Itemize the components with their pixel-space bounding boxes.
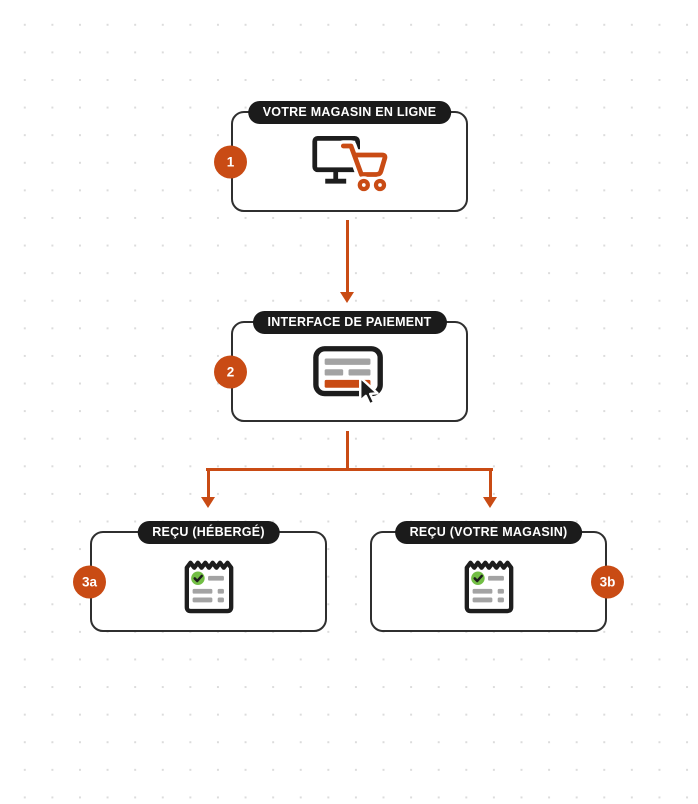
step-badge-1: 1 (214, 145, 247, 178)
step-badge-3a: 3a (73, 565, 106, 598)
node-online-store: VOTRE MAGASIN EN LIGNE 1 (214, 101, 468, 212)
step-badge-3b: 3b (591, 565, 624, 598)
connector-horizontal-bar (206, 468, 493, 471)
payment-form-cursor-icon (312, 334, 388, 410)
arrow-store-to-payment-line (346, 220, 349, 293)
arrow-to-receipt-store-line (488, 468, 492, 498)
node-receipt-store: REÇU (VOTRE MAGASIN) 3b (370, 521, 624, 632)
node-payment-interface: INTERFACE DE PAIEMENT 2 (214, 311, 468, 422)
arrow-to-receipt-store-head (482, 497, 497, 508)
node-online-store-label: VOTRE MAGASIN EN LIGNE (247, 101, 452, 124)
receipt-check-icon (462, 548, 516, 616)
arrow-store-to-payment-head (340, 292, 354, 303)
node-receipt-hosted-label: REÇU (HÉBERGÉ) (137, 521, 280, 544)
node-receipt-store-label: REÇU (VOTRE MAGASIN) (394, 521, 583, 544)
receipt-check-icon (182, 548, 236, 616)
monitor-cart-icon (310, 127, 390, 197)
step-badge-2: 2 (214, 355, 247, 388)
node-payment-interface-label: INTERFACE DE PAIEMENT (252, 311, 447, 334)
connector-payment-stem (346, 431, 349, 470)
arrow-to-receipt-hosted-head (200, 497, 215, 508)
arrow-to-receipt-hosted-line (206, 468, 210, 498)
node-receipt-hosted: REÇU (HÉBERGÉ) 3a (73, 521, 327, 632)
